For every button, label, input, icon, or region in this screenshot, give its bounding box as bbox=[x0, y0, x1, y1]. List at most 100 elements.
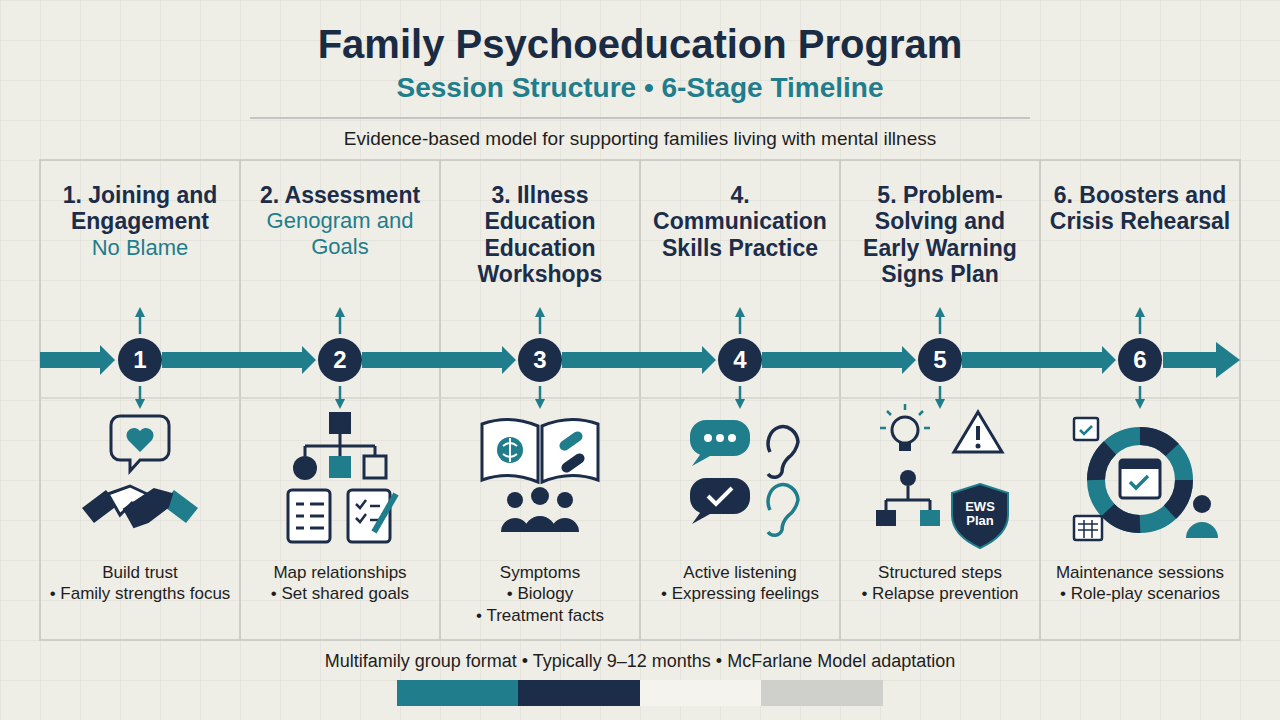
stage-point: Maintenance sessions bbox=[1044, 562, 1236, 583]
stage-header: 4. Communication Skills Practice bbox=[646, 182, 834, 261]
communication-icon bbox=[690, 478, 750, 514]
education-icon bbox=[497, 437, 523, 463]
small-arrow bbox=[539, 386, 542, 404]
stage-column: 1. Joining and EngagementNo BlameBuild t… bbox=[40, 160, 240, 640]
stage-point: Build trust bbox=[44, 562, 236, 583]
stage-points: Active listening• Expressing feelings bbox=[644, 562, 836, 605]
shield-label: EWS Plan bbox=[954, 500, 1006, 529]
subtitle: Session Structure • 6-Stage Timeline bbox=[0, 72, 1280, 104]
booster-cycle-icon bbox=[1120, 460, 1160, 498]
timeline-band bbox=[1216, 342, 1240, 378]
table-frame bbox=[439, 160, 441, 640]
genogram-icon bbox=[288, 490, 330, 542]
booster-cycle-icon bbox=[1074, 418, 1218, 540]
stage-point: Map relationships bbox=[244, 562, 436, 583]
genogram-icon bbox=[374, 494, 396, 532]
stage-heading: 5. Problem-Solving and Early Warning Sig… bbox=[846, 182, 1034, 288]
small-arrow bbox=[1139, 386, 1142, 404]
timeline-band bbox=[1163, 352, 1217, 368]
step-number: 5 bbox=[933, 346, 946, 374]
small-arrow bbox=[339, 312, 342, 334]
genogram-icon bbox=[305, 434, 375, 456]
education-icon bbox=[507, 492, 523, 508]
genogram-icon bbox=[296, 504, 324, 528]
title-rule bbox=[250, 118, 1030, 119]
booster-cycle-icon bbox=[1130, 476, 1148, 488]
step-circle: 3 bbox=[518, 338, 562, 382]
warning-plan-icon bbox=[899, 443, 911, 451]
step-number: 1 bbox=[133, 346, 146, 374]
timeline-arrow bbox=[762, 352, 902, 368]
small-arrow bbox=[139, 312, 142, 334]
warning-plan-icon bbox=[976, 444, 981, 449]
timeline-arrow bbox=[362, 352, 502, 368]
timeline-arrow bbox=[962, 352, 1102, 368]
booster-cycle-icon bbox=[1120, 460, 1160, 469]
stage-header: 6. Boosters and Crisis Rehearsal bbox=[1046, 182, 1234, 235]
booster-cycle-icon bbox=[1074, 418, 1098, 440]
step-number: 6 bbox=[1133, 346, 1146, 374]
timeline-band bbox=[100, 345, 115, 375]
stage-heading: 4. Communication Skills Practice bbox=[646, 182, 834, 261]
booster-cycle-icon bbox=[1193, 495, 1211, 513]
warning-plan-icon bbox=[876, 510, 896, 526]
step-number: 2 bbox=[333, 346, 346, 374]
table-frame bbox=[239, 160, 241, 640]
table-frame bbox=[839, 160, 841, 640]
caption: Multifamily group format • Typically 9–1… bbox=[0, 651, 1280, 672]
color-bar bbox=[518, 680, 640, 706]
tagline: Evidence-based model for supporting fami… bbox=[0, 128, 1280, 150]
communication-icon bbox=[690, 420, 750, 456]
timeline-band bbox=[40, 352, 100, 368]
stage-points: Map relationships• Set shared goals bbox=[244, 562, 436, 605]
education-icon bbox=[503, 438, 517, 462]
education-icon bbox=[559, 451, 586, 474]
table-frame bbox=[40, 397, 1240, 399]
small-arrow bbox=[1139, 312, 1142, 334]
stage-point: • Biology bbox=[444, 583, 636, 604]
timeline-arrow bbox=[562, 352, 702, 368]
booster-cycle-icon bbox=[1074, 516, 1102, 540]
handshake-icon bbox=[124, 489, 172, 527]
small-arrow bbox=[139, 386, 142, 404]
stage-subtitle: No Blame bbox=[46, 235, 234, 260]
step-number: 4 bbox=[733, 346, 746, 374]
color-bar bbox=[397, 680, 518, 706]
stage-subtitle: Genogram and Goals bbox=[246, 208, 434, 259]
genogram-icon bbox=[364, 456, 386, 478]
genogram-icon bbox=[288, 412, 396, 542]
handshake-icon bbox=[127, 428, 154, 452]
education-icon bbox=[501, 516, 579, 532]
stage-point: • Set shared goals bbox=[244, 583, 436, 604]
timeline-band bbox=[40, 342, 1240, 378]
stage-heading: 3. Illness Education Education Workshops bbox=[446, 182, 634, 288]
communication-icon bbox=[716, 434, 724, 442]
education-icon bbox=[482, 419, 598, 532]
color-bar bbox=[640, 680, 761, 706]
stage-heading: 6. Boosters and Crisis Rehearsal bbox=[1046, 182, 1234, 235]
diagram-title: Family Psychoeducation Program bbox=[0, 22, 1280, 67]
step-circle: 2 bbox=[318, 338, 362, 382]
stage-point: Symptoms bbox=[444, 562, 636, 583]
step-circle: 5 bbox=[918, 338, 962, 382]
small-arrow bbox=[339, 386, 342, 404]
education-icon bbox=[557, 429, 584, 452]
warning-plan-icon bbox=[886, 486, 930, 510]
genogram-icon bbox=[356, 500, 380, 522]
booster-cycle-icon bbox=[1078, 520, 1098, 538]
stage-points: Build trust• Family strengths focus bbox=[44, 562, 236, 605]
table-frame bbox=[40, 160, 1240, 640]
stage-heading: 1. Joining and Engagement bbox=[46, 182, 234, 235]
stage-column: 6. Boosters and Crisis RehearsalMaintena… bbox=[1040, 160, 1240, 640]
stage-column: 2. AssessmentGenogram and GoalsMap relat… bbox=[240, 160, 440, 640]
education-icon bbox=[542, 419, 598, 482]
warning-plan-icon bbox=[900, 470, 916, 486]
genogram-icon bbox=[293, 456, 317, 480]
stage-point: • Treatment facts bbox=[444, 605, 636, 626]
small-arrow bbox=[739, 312, 742, 334]
stage-header: 5. Problem-Solving and Early Warning Sig… bbox=[846, 182, 1034, 288]
